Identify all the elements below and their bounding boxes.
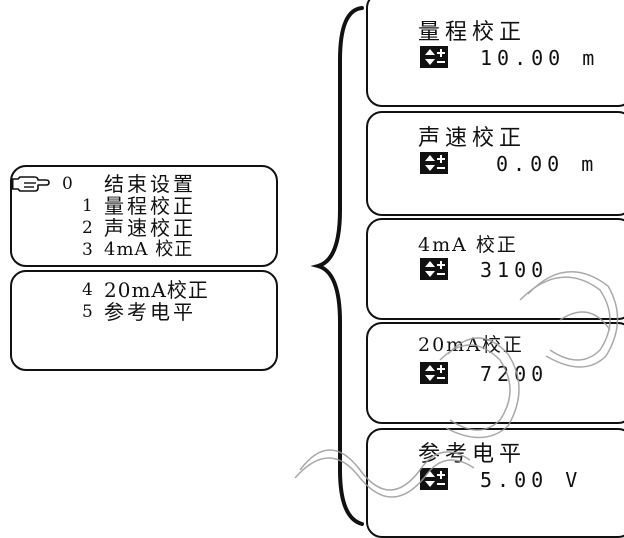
menu-item-label: 声速校正 <box>104 216 196 240</box>
menu-item-number: 0 <box>62 174 76 194</box>
curly-brace-icon <box>310 6 364 526</box>
panel-title: 声速校正 <box>418 126 527 151</box>
panel-value: 5.00 V <box>480 468 583 492</box>
menu-item-number: 5 <box>82 302 96 322</box>
menu-item-number: 3 <box>82 240 96 260</box>
menu-screen-page-2 <box>10 270 278 371</box>
menu-item-label: 参考电平 <box>104 300 196 324</box>
adjust-up-down-icon[interactable] <box>420 468 448 490</box>
panel-title: 4mA 校正 <box>418 234 518 256</box>
adjust-up-down-icon[interactable] <box>420 362 448 384</box>
panel-title: 参考电平 <box>418 442 527 467</box>
menu-item-label: 4mA 校正 <box>104 239 194 260</box>
adjust-up-down-icon[interactable] <box>420 152 448 174</box>
panel-value: 3100 <box>480 258 549 282</box>
panel-value: 7200 <box>480 362 549 386</box>
menu-item-label: 结束设置 <box>104 172 196 196</box>
panel-value: 0.00 m <box>496 152 599 176</box>
pointing-hand-icon <box>10 176 50 192</box>
panel-range-calibration <box>366 0 624 107</box>
menu-screen-page-1 <box>10 165 278 267</box>
menu-item-label: 20mA校正 <box>104 278 209 302</box>
menu-item-label: 量程校正 <box>104 194 196 218</box>
menu-item-number: 1 <box>82 196 96 216</box>
menu-item-number: 2 <box>82 218 96 238</box>
adjust-up-down-icon[interactable] <box>420 46 448 68</box>
panel-title: 20mA校正 <box>418 334 524 356</box>
panel-sound-speed-calibration <box>366 111 624 216</box>
menu-item-number: 4 <box>82 280 96 300</box>
panel-title: 量程校正 <box>418 20 527 45</box>
adjust-up-down-icon[interactable] <box>420 258 448 280</box>
panel-value: 10.00 m <box>480 46 600 70</box>
